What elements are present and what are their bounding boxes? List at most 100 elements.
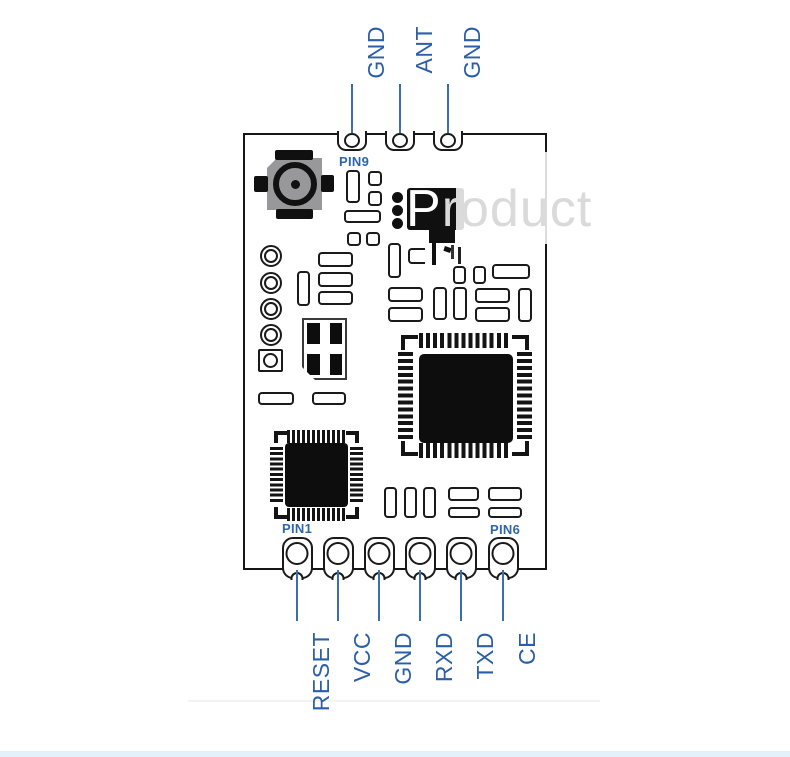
main-ic-corner-bracket <box>512 335 529 350</box>
smd-pad <box>346 170 360 203</box>
bottom-pin-label-txd: TXD <box>472 632 498 680</box>
pin1-marker: PIN1 <box>282 521 313 536</box>
pin9-marker: PIN9 <box>339 154 370 169</box>
bottom-pin-label-reset: RESET <box>308 632 334 712</box>
smd-pad <box>492 264 530 279</box>
crystal-quadrant <box>330 354 343 375</box>
pin-hole <box>449 542 473 565</box>
pin-hole <box>367 542 391 565</box>
bottom-leader-line-5 <box>459 570 463 621</box>
watermark-background <box>456 152 628 244</box>
smd-pad <box>318 252 353 267</box>
secondary-ic-pins-left <box>270 447 283 504</box>
bottom-leader-line-4 <box>418 570 422 621</box>
watermark-smudge <box>458 247 461 264</box>
main-ic-pins-right <box>517 352 532 442</box>
watermark-first-letter: P <box>406 180 442 238</box>
main-ic-corner-bracket <box>401 441 418 456</box>
pin-hole <box>392 133 408 148</box>
smd-pad <box>258 392 294 405</box>
watermark-text: Product <box>406 183 592 235</box>
smd-pad <box>368 171 382 186</box>
smd-pad <box>318 272 353 287</box>
smd-pad <box>312 392 346 405</box>
secondary-ic-pins-top <box>287 430 347 443</box>
bottom-pin-tab-2 <box>322 537 354 580</box>
main-ic-pins-top <box>419 333 511 348</box>
footer-bar <box>0 751 790 757</box>
smd-pad <box>388 307 423 322</box>
pin-hole <box>491 542 515 565</box>
watermark-smudge <box>429 229 455 243</box>
main-ic-pins-bottom <box>419 443 511 458</box>
smd-pad <box>518 288 532 322</box>
smd-pad <box>475 307 510 322</box>
main-ic-corner-bracket <box>401 335 418 350</box>
bottom-pin-label-ce: CE <box>514 632 540 665</box>
smd-pad <box>448 507 480 518</box>
via-hole-inner <box>263 353 278 368</box>
via-hole-inner <box>264 276 278 290</box>
watermark-smudge <box>432 243 436 265</box>
via-hole-inner <box>264 302 278 316</box>
main-ic-corner-bracket <box>512 441 529 456</box>
smd-pad <box>423 487 436 518</box>
smd-pad <box>448 487 479 501</box>
pin-hole <box>344 133 360 148</box>
pin-hole <box>440 133 456 148</box>
sot23-lead-dot <box>392 218 403 229</box>
crystal-component <box>302 318 347 380</box>
smd-pad <box>453 266 466 284</box>
smd-pad <box>347 232 361 246</box>
smd-pad <box>384 487 397 518</box>
top-pin-tab-9 <box>337 131 367 151</box>
smd-pad <box>433 287 447 320</box>
secondary-ic-corner-bracket <box>346 431 359 443</box>
top-pin-tab-8 <box>385 131 415 151</box>
smd-pad <box>368 191 382 206</box>
bottom-leader-line-3 <box>377 570 381 621</box>
via-hole-inner <box>264 328 278 342</box>
pin6-marker: PIN6 <box>490 522 521 537</box>
bottom-pin-label-rxd: RXD <box>431 632 457 683</box>
secondary-ic-corner-bracket <box>346 507 359 519</box>
connector-top-tab <box>275 150 313 160</box>
smd-pad <box>388 287 423 302</box>
bottom-pin-label-vcc: VCC <box>349 632 375 683</box>
pin-hole <box>285 542 309 565</box>
bottom-leader-line-1 <box>295 570 299 621</box>
connector-coax-ring <box>273 162 317 206</box>
faint-divider-line <box>188 700 600 702</box>
bottom-pin-label-gnd: GND <box>390 632 416 685</box>
smd-pad <box>488 507 522 518</box>
secondary-ic-chip <box>285 443 348 507</box>
crystal-quadrant <box>307 323 320 344</box>
watermark-rest: roduct <box>441 180 593 238</box>
connector-left-tab <box>254 176 268 192</box>
connector-bottom-tab <box>276 209 313 219</box>
via-hole-inner <box>264 249 278 263</box>
top-leader-line-2 <box>398 84 402 133</box>
pin-hole <box>326 542 350 565</box>
ufl-antenna-connector <box>253 148 335 222</box>
smd-pad <box>404 487 417 518</box>
sot23-lead-dot <box>392 205 403 216</box>
crystal-quadrant <box>307 354 320 375</box>
connector-center-pin <box>291 180 300 189</box>
smd-pad <box>318 291 353 305</box>
bottom-leader-line-6 <box>501 570 505 621</box>
smd-pad <box>475 288 510 303</box>
smd-pad <box>453 287 467 320</box>
smd-pad <box>297 271 310 306</box>
smd-pad <box>344 210 381 223</box>
main-ic-chip <box>419 354 513 443</box>
smd-pad <box>488 487 522 501</box>
top-pin-label-ant: ANT <box>411 26 437 74</box>
top-leader-line-1 <box>350 84 354 133</box>
crystal-quadrant <box>330 323 343 344</box>
smd-pad <box>473 266 486 284</box>
smd-pad-partial <box>408 248 425 264</box>
sot23-lead-dot <box>392 192 403 203</box>
connector-right-tab <box>321 175 334 192</box>
